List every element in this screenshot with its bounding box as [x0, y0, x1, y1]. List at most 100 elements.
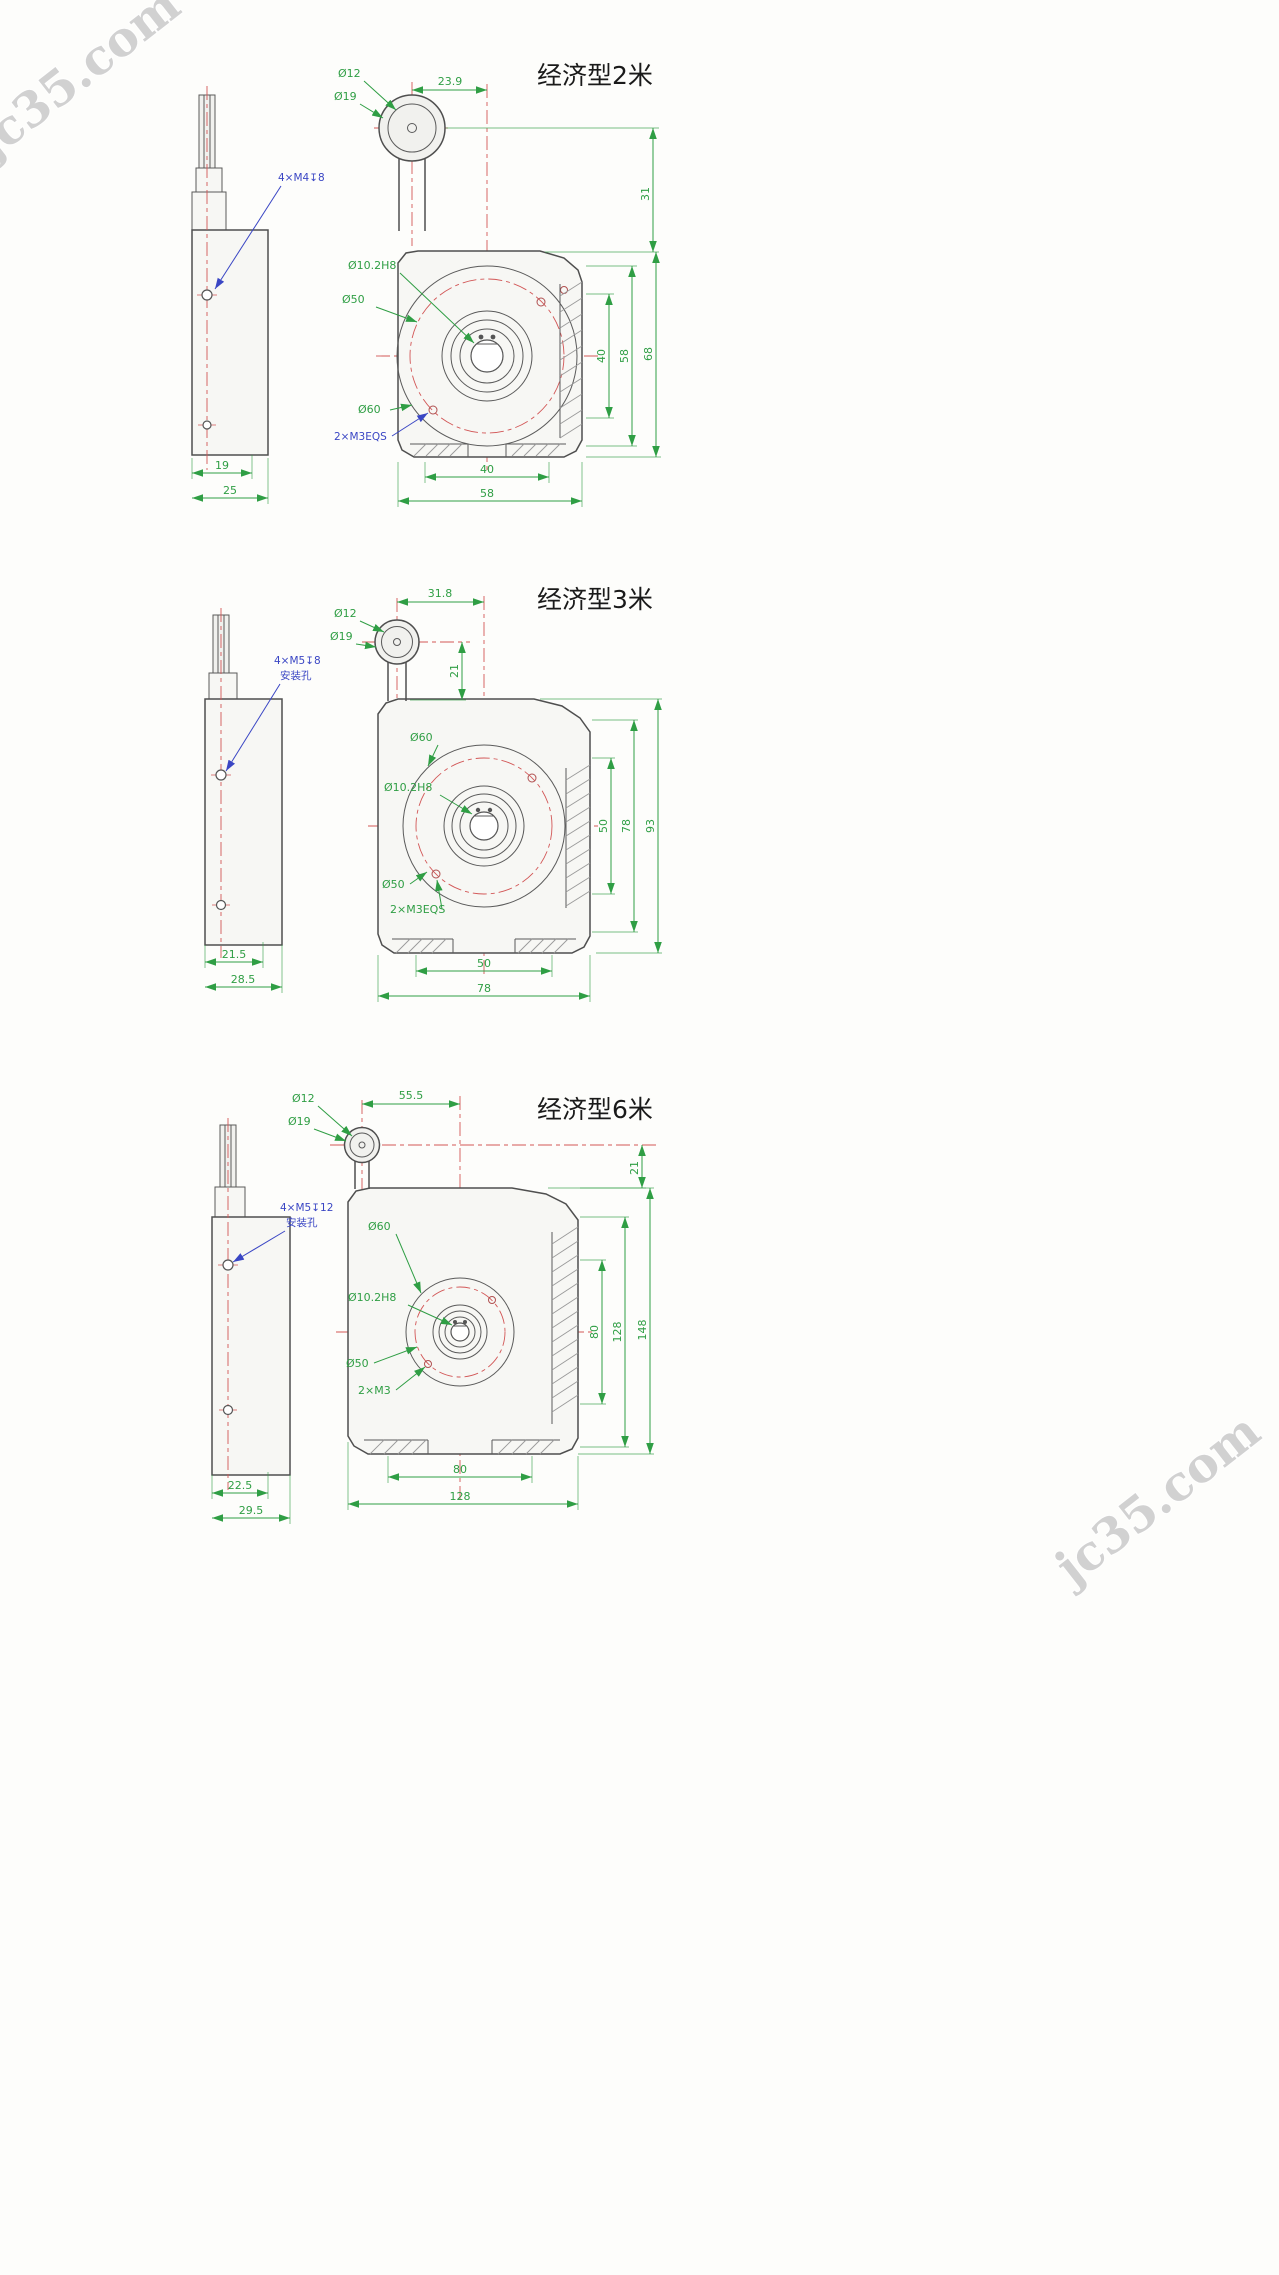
- pulley: [343, 1126, 381, 1189]
- svg-text:Ø10.2H8: Ø10.2H8: [348, 259, 396, 272]
- side-dim-inner: 19: [191, 455, 253, 479]
- svg-text:78: 78: [477, 982, 491, 995]
- label-pulley-bore: Ø12: [292, 1092, 353, 1137]
- label-boss-circle: Ø60: [358, 403, 413, 416]
- pulley-stem: [398, 158, 426, 231]
- cable-gland-upper: [195, 167, 223, 193]
- svg-text:58: 58: [480, 487, 494, 500]
- svg-text:Ø10.2H8: Ø10.2H8: [348, 1291, 396, 1304]
- shaft-bore: [469, 811, 499, 841]
- panel-6m-title: 经济型6米: [537, 1095, 653, 1124]
- side-dim-inner: 22.5: [211, 1472, 269, 1499]
- svg-text:80: 80: [588, 1325, 601, 1339]
- svg-text:50: 50: [477, 957, 491, 970]
- svg-text:148: 148: [636, 1320, 649, 1341]
- pulley-stem: [387, 662, 407, 701]
- svg-text:2×M3: 2×M3: [358, 1384, 391, 1397]
- label-bolt-circle: Ø50: [346, 1346, 418, 1370]
- svg-text:31.8: 31.8: [428, 587, 453, 600]
- cable-gland-lower: [191, 191, 227, 231]
- side-dim-outer: 29.5: [212, 1475, 291, 1524]
- svg-text:安装孔: 安装孔: [280, 669, 312, 682]
- label-pulley-od: Ø19: [288, 1115, 347, 1142]
- label-bolt-circle: Ø50: [382, 871, 428, 891]
- svg-text:40: 40: [480, 463, 494, 476]
- svg-text:Ø50: Ø50: [346, 1357, 369, 1370]
- side-body: [191, 229, 269, 456]
- dim-bottom-1: 50: [415, 955, 553, 977]
- side-note: 4×M5↧8 安装孔: [225, 655, 321, 772]
- svg-text:Ø10.2H8: Ø10.2H8: [384, 781, 432, 794]
- svg-text:Ø60: Ø60: [410, 731, 433, 744]
- svg-text:Ø50: Ø50: [382, 878, 405, 891]
- bolt-circle-dashed: [415, 757, 553, 895]
- svg-text:安装孔: 安装孔: [286, 1216, 318, 1229]
- screw-holes: [424, 1296, 496, 1368]
- svg-text:128: 128: [611, 1322, 624, 1343]
- side-note: 4×M5↧12 安装孔: [232, 1202, 333, 1263]
- label-shaft-bore: Ø10.2H8: [348, 259, 475, 344]
- boss-circles: [402, 744, 566, 908]
- svg-text:4×M5↧8: 4×M5↧8: [274, 655, 321, 667]
- svg-text:68: 68: [642, 347, 655, 361]
- section-hatch: [364, 1226, 579, 1455]
- dim-bottom-2: 128: [347, 1442, 579, 1510]
- dim-pulley-height: 21: [410, 642, 466, 701]
- pulley: [374, 619, 420, 701]
- label-screw-note: 2×M3EQS: [390, 879, 445, 916]
- svg-text:2×M3EQS: 2×M3EQS: [390, 903, 445, 916]
- panel-3m-title: 经济型3米: [537, 585, 653, 614]
- dim-top-offset: 55.5: [362, 1089, 460, 1108]
- screw-holes: [431, 773, 537, 879]
- panel-6m: 经济型6米 22.5 29.5: [211, 1089, 656, 1524]
- dim-bottom-1: 40: [424, 462, 550, 483]
- dim-right-2: 128: [580, 1216, 629, 1448]
- dim-bottom-2: 58: [397, 462, 583, 507]
- label-pulley-od: Ø19: [330, 630, 377, 650]
- side-body: [211, 1216, 291, 1476]
- label-shaft-bore: Ø10.2H8: [384, 781, 473, 815]
- svg-text:Ø19: Ø19: [334, 90, 357, 103]
- dim-pulley-height: 31: [446, 127, 659, 253]
- svg-text:80: 80: [453, 1463, 467, 1476]
- svg-text:Ø60: Ø60: [368, 1220, 391, 1233]
- dim-right-3: 148: [548, 1187, 654, 1455]
- cable-strands: [217, 615, 225, 673]
- dim-right-3: 68: [586, 252, 661, 458]
- panel-3m-front-view: 31.8 21 50 78 93: [330, 587, 662, 1002]
- panel-6m-front-view: 55.5 21 80 128 148: [288, 1089, 656, 1510]
- dim-top-offset: 31.8: [397, 587, 484, 606]
- section-hatch: [392, 764, 591, 954]
- boss-circles: [405, 1277, 515, 1387]
- dim-right-1: 50: [592, 757, 615, 895]
- pulley-stem: [354, 1161, 370, 1189]
- label-shaft-bore: Ø10.2H8: [348, 1291, 453, 1326]
- svg-text:Ø19: Ø19: [330, 630, 353, 643]
- svg-text:50: 50: [597, 819, 610, 833]
- dim-pulley-height: 21: [580, 1145, 646, 1189]
- dim-right-1: 40: [586, 293, 614, 419]
- svg-text:Ø60: Ø60: [358, 403, 381, 416]
- label-boss-circle: Ø60: [410, 731, 439, 767]
- dim-right-1: 80: [580, 1259, 606, 1405]
- svg-text:58: 58: [618, 349, 631, 363]
- svg-text:21: 21: [628, 1161, 641, 1175]
- svg-text:2×M3EQS: 2×M3EQS: [334, 431, 387, 443]
- pulley: [378, 94, 446, 231]
- side-body: [204, 698, 283, 946]
- svg-text:Ø12: Ø12: [334, 607, 357, 620]
- svg-text:4×M4↧8: 4×M4↧8: [278, 172, 325, 184]
- panel-2m-title: 经济型2米: [537, 61, 653, 90]
- svg-text:93: 93: [644, 819, 657, 833]
- watermark-top: jc35.com: [0, 0, 191, 172]
- side-note: 4×M4↧8: [214, 172, 325, 290]
- dim-right-2: 58: [586, 265, 637, 447]
- svg-text:Ø12: Ø12: [292, 1092, 315, 1105]
- svg-text:23.9: 23.9: [438, 75, 463, 88]
- dim-bottom-1: 80: [387, 1456, 533, 1483]
- svg-text:Ø19: Ø19: [288, 1115, 311, 1128]
- side-dim-outer: 28.5: [205, 945, 283, 993]
- svg-text:28.5: 28.5: [231, 973, 256, 986]
- boss-circles: [396, 265, 578, 447]
- cable-strands: [203, 95, 211, 168]
